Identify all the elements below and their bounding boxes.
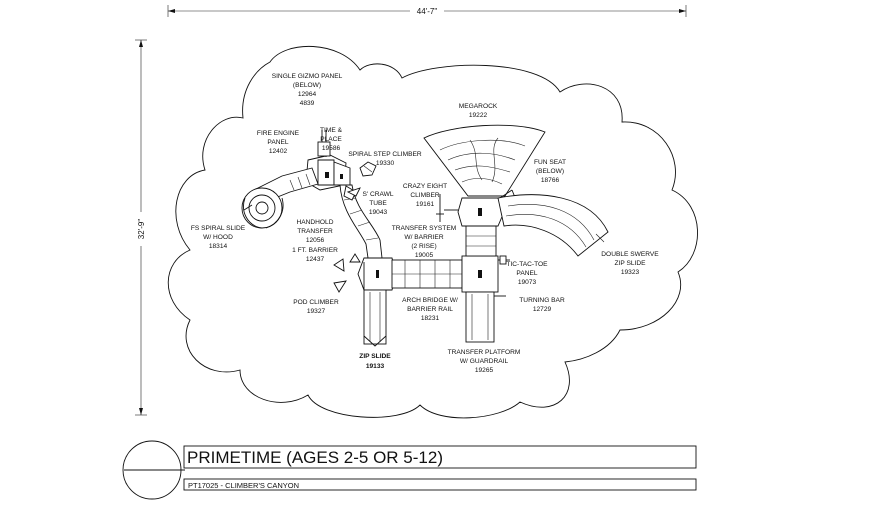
svg-text:19043: 19043 (369, 209, 388, 216)
svg-text:12402: 12402 (269, 148, 288, 155)
svg-text:12964: 12964 (298, 91, 317, 98)
width-dimension: 44'-7" (167, 5, 687, 17)
transfer-system (465, 225, 497, 257)
svg-text:CRAZY EIGHT: CRAZY EIGHT (403, 183, 447, 190)
svg-text:PANEL: PANEL (267, 139, 288, 146)
svg-text:SPIRAL STEP CLIMBER: SPIRAL STEP CLIMBER (348, 151, 422, 158)
svg-text:S' CRAWL: S' CRAWL (362, 191, 393, 198)
svg-text:19161: 19161 (416, 201, 435, 208)
svg-text:TRANSFER PLATFORM: TRANSFER PLATFORM (448, 349, 521, 356)
fs-spiral-slide (241, 167, 319, 229)
label-transfer-system: TRANSFER SYSTEM W/ BARRIER (2 RISE) 1900… (392, 225, 456, 259)
svg-text:18314: 18314 (209, 243, 228, 250)
svg-text:TRANSFER SYSTEM: TRANSFER SYSTEM (392, 225, 456, 232)
svg-text:POD CLIMBER: POD CLIMBER (293, 299, 339, 306)
svg-text:ZIP SLIDE: ZIP SLIDE (359, 353, 391, 360)
double-swerve-slide (497, 194, 609, 257)
svg-text:W/ BARRIER: W/ BARRIER (404, 234, 443, 241)
zip-slide-straight (363, 289, 387, 347)
label-transfer-platform: TRANSFER PLATFORM W/ GUARDRAIL 19265 (448, 349, 521, 374)
pod-climber (333, 253, 361, 293)
arch-bridge (391, 259, 463, 289)
svg-text:HANDHOLD: HANDHOLD (296, 219, 333, 226)
height-dimension: 32'-9" (135, 39, 147, 416)
subtitle-box (183, 478, 697, 491)
subtitle-text: PT17025 - CLIMBER'S CANYON (188, 481, 299, 490)
deck-right-lower (461, 255, 510, 293)
svg-text:TIME &: TIME & (320, 127, 343, 134)
safety-zone-outline (167, 45, 698, 419)
svg-text:(BELOW): (BELOW) (293, 82, 321, 89)
height-label: 32'-9" (137, 219, 146, 240)
svg-text:19327: 19327 (307, 308, 326, 315)
svg-text:12056: 12056 (306, 237, 325, 244)
label-zip-slide: ZIP SLIDE 19133 (359, 353, 391, 370)
svg-text:19323: 19323 (621, 269, 640, 276)
label-fire-engine: FIRE ENGINE PANEL 12402 (257, 130, 300, 155)
svg-text:BARRIER RAIL: BARRIER RAIL (407, 306, 453, 313)
svg-text:19133: 19133 (366, 363, 385, 370)
svg-text:19586: 19586 (322, 145, 341, 152)
label-fs-spiral: FS SPIRAL SLIDE W/ HOOD 18314 (191, 225, 246, 250)
label-barrier: 1 FT. BARRIER 12437 (292, 247, 338, 263)
svg-text:19265: 19265 (475, 367, 494, 374)
svg-text:SINGLE GIZMO PANEL: SINGLE GIZMO PANEL (272, 73, 343, 80)
svg-text:W/ GUARDRAIL: W/ GUARDRAIL (460, 358, 509, 365)
svg-text:(2 RISE): (2 RISE) (411, 243, 436, 250)
svg-text:PANEL: PANEL (516, 270, 537, 277)
label-fun-seat: FUN SEAT (BELOW) 18766 (534, 159, 566, 184)
svg-text:19073: 19073 (518, 279, 537, 286)
svg-text:19222: 19222 (469, 112, 488, 119)
label-handhold: HANDHOLD TRANSFER 12056 (296, 219, 333, 244)
label-megarock: MEGAROCK 19222 (459, 103, 498, 119)
svg-text:TIC-TAC-TOE: TIC-TAC-TOE (506, 261, 548, 268)
svg-text:FUN SEAT: FUN SEAT (534, 159, 566, 166)
svg-text:PLACE: PLACE (320, 136, 342, 143)
svg-text:19005: 19005 (415, 252, 434, 259)
hex-deck-center (357, 257, 397, 291)
label-crazy-eight: CRAZY EIGHT CLIMBER 19161 (403, 183, 447, 208)
svg-text:ZIP SLIDE: ZIP SLIDE (614, 260, 646, 267)
svg-text:MEGAROCK: MEGAROCK (459, 103, 498, 110)
svg-text:TRANSFER: TRANSFER (297, 228, 333, 235)
title-box (183, 445, 697, 469)
svg-text:1 FT. BARRIER: 1 FT. BARRIER (292, 247, 338, 254)
transfer-platform (465, 291, 506, 343)
label-double-swerve: DOUBLE SWERVE ZIP SLIDE 19323 (601, 251, 659, 276)
label-time-place: TIME & PLACE 19586 (320, 127, 343, 152)
label-tic-tac-toe: TIC-TAC-TOE PANEL 19073 (506, 261, 548, 286)
svg-text:12437: 12437 (306, 256, 325, 263)
label-crawl-tube: S' CRAWL TUBE 19043 (362, 191, 393, 216)
svg-text:4839: 4839 (300, 100, 315, 107)
spiral-step-climber (359, 161, 377, 177)
label-pod-climber: POD CLIMBER 19327 (293, 299, 339, 315)
svg-text:FIRE ENGINE: FIRE ENGINE (257, 130, 300, 137)
label-turning-bar: TURNING BAR 12729 (519, 297, 565, 313)
svg-text:ARCH BRIDGE W/: ARCH BRIDGE W/ (402, 297, 458, 304)
label-gizmo: SINGLE GIZMO PANEL (BELOW) 12964 4839 (272, 73, 343, 107)
title-text: PRIMETIME (AGES 2-5 OR 5-12) (187, 448, 443, 467)
title-block: PRIMETIME (AGES 2-5 OR 5-12) PT17025 - C… (122, 440, 697, 500)
label-spiral-step: SPIRAL STEP CLIMBER 19330 (348, 151, 422, 167)
svg-text:TURNING BAR: TURNING BAR (519, 297, 565, 304)
svg-text:12729: 12729 (533, 306, 552, 313)
svg-text:18231: 18231 (421, 315, 440, 322)
svg-text:FS SPIRAL SLIDE: FS SPIRAL SLIDE (191, 225, 246, 232)
svg-text:DOUBLE SWERVE: DOUBLE SWERVE (601, 251, 659, 258)
label-arch-bridge: ARCH BRIDGE W/ BARRIER RAIL 18231 (402, 297, 458, 322)
handhold-transfer (243, 185, 361, 211)
svg-text:(BELOW): (BELOW) (536, 168, 564, 175)
svg-text:18766: 18766 (541, 177, 560, 184)
svg-text:19330: 19330 (376, 160, 395, 167)
svg-text:TUBE: TUBE (369, 200, 387, 207)
megarock (423, 124, 546, 197)
svg-text:CLIMBER: CLIMBER (410, 192, 440, 199)
width-label: 44'-7" (417, 7, 438, 16)
deck-right-upper (436, 194, 505, 227)
svg-text:W/ HOOD: W/ HOOD (203, 234, 233, 241)
